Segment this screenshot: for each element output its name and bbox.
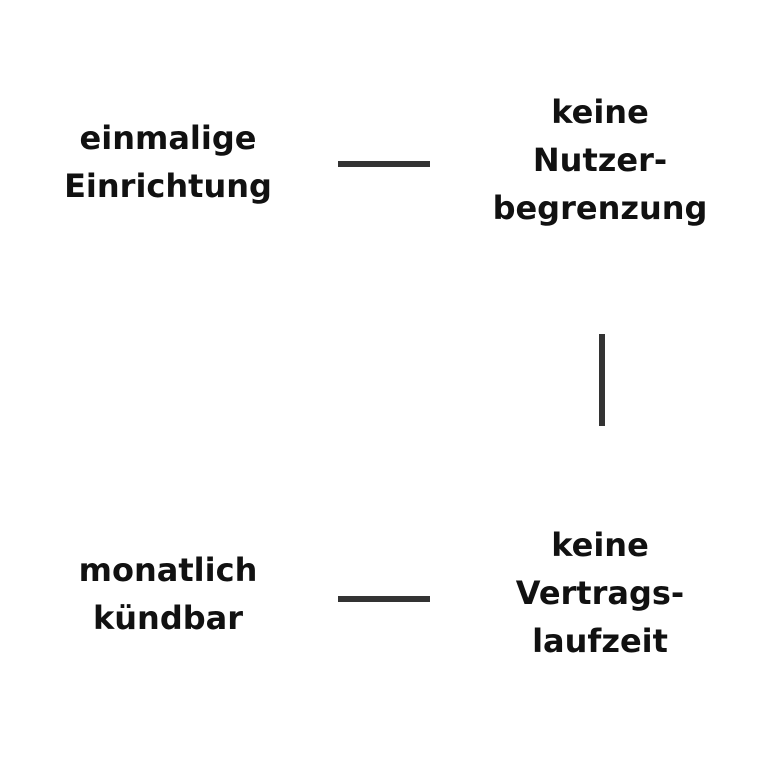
feature-label-line: keine — [551, 93, 649, 131]
feature-label-line: Vertrags- — [515, 574, 685, 612]
horizontal-connector-bottom — [338, 596, 430, 602]
feature-label-line: einmalige — [79, 119, 257, 157]
feature-label-line: monatlich — [78, 551, 258, 589]
feature-label-line: Nutzer- — [532, 141, 668, 179]
feature-label-one-time-setup: einmalige Einrichtung — [28, 114, 308, 210]
feature-label-line: kündbar — [92, 599, 244, 637]
feature-label-monthly-cancellable: monatlich kündbar — [28, 546, 308, 642]
horizontal-connector-top — [338, 161, 430, 167]
feature-label-line: Einrichtung — [64, 167, 272, 205]
feature-label-no-contract-term: keine Vertrags- laufzeit — [458, 521, 742, 665]
feature-label-line: begrenzung — [492, 189, 708, 227]
feature-label-no-user-limit: keine Nutzer- begrenzung — [458, 88, 742, 232]
vertical-connector-right — [599, 334, 605, 426]
feature-label-line: laufzeit — [532, 622, 668, 660]
feature-label-line: keine — [551, 526, 649, 564]
